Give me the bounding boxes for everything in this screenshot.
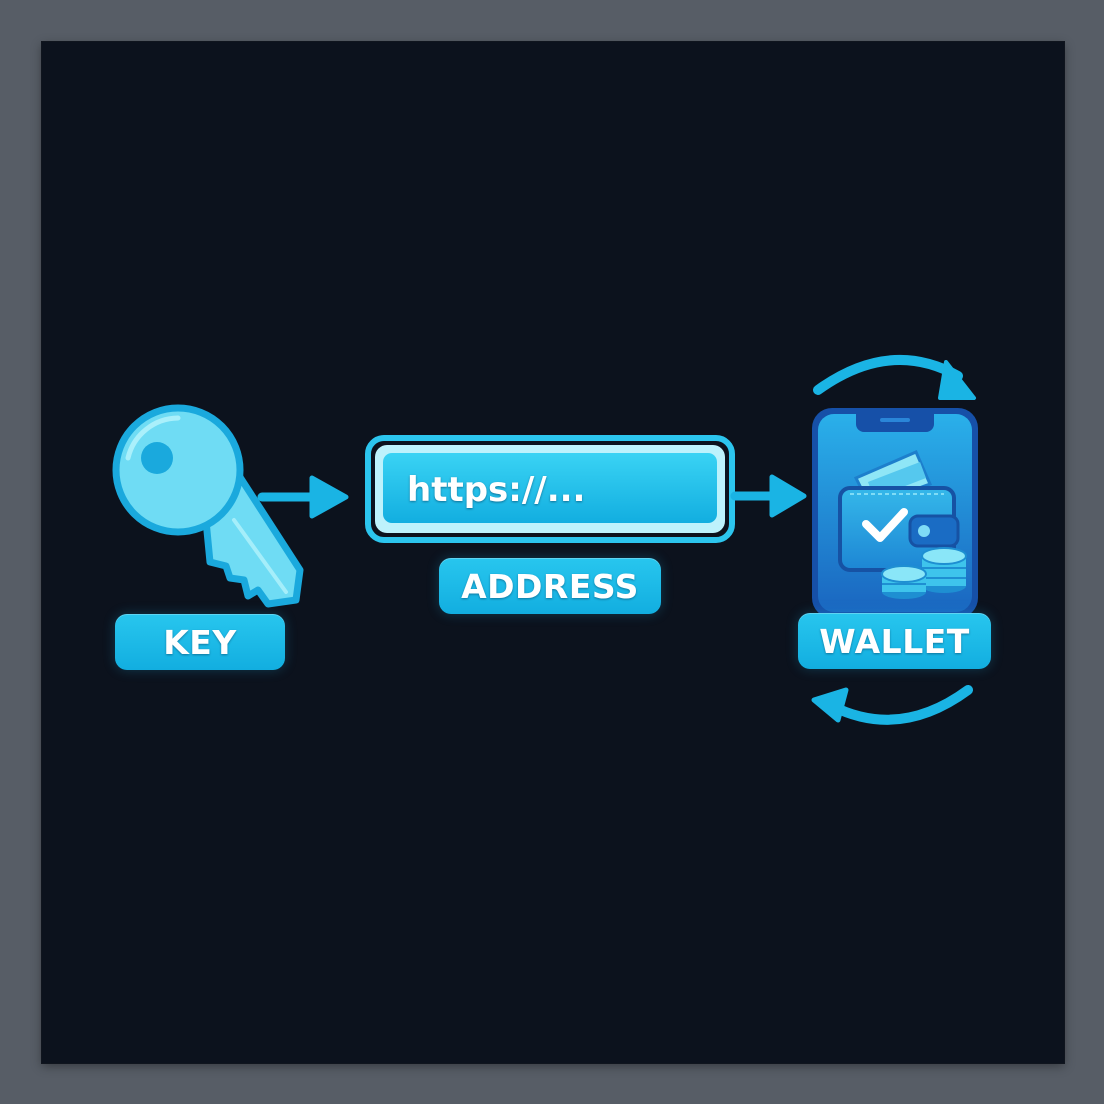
- arrow-right-icon: [730, 474, 807, 518]
- address-label: ADDRESS: [439, 558, 661, 614]
- wallet-icon: [838, 450, 960, 572]
- key-icon: [112, 404, 304, 608]
- arrow-right-icon: [257, 475, 349, 519]
- wallet-label: WALLET: [798, 613, 991, 669]
- cycle-arrow-icon: [813, 355, 976, 400]
- key-label: KEY: [115, 614, 285, 670]
- coins-icon: [881, 547, 967, 599]
- address-bar: [365, 435, 735, 543]
- check-icon: [862, 508, 908, 542]
- address-url-text: https://...: [407, 470, 586, 510]
- cycle-arrow-icon: [811, 685, 973, 725]
